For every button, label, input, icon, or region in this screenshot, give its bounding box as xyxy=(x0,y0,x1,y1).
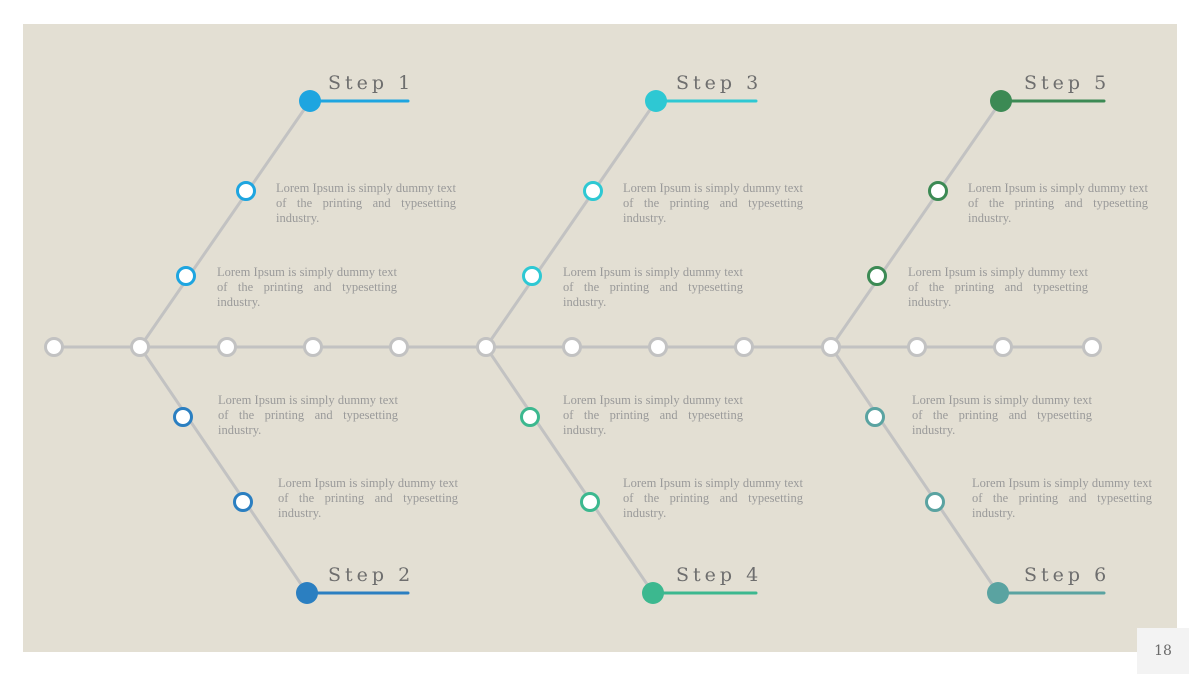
spine-node-5 xyxy=(389,337,409,357)
branch-line-5 xyxy=(829,99,1003,349)
page-number: 18 xyxy=(1137,628,1189,674)
step-1-end-node xyxy=(299,90,321,112)
step-1-description-lower: Lorem Ipsum is simply dummy text of the … xyxy=(217,265,397,309)
slide-background: Step 1 Step 2 Step 3 Step 4 Step 5 Step … xyxy=(23,24,1177,652)
step-5-end-node xyxy=(990,90,1012,112)
branch-line-6 xyxy=(829,345,1000,595)
step-1-description-upper: Lorem Ipsum is simply dummy text of the … xyxy=(276,181,456,225)
branch-line-3 xyxy=(484,99,658,349)
step-3-node-1 xyxy=(583,181,603,201)
step-6-label: Step 6 xyxy=(1024,564,1111,586)
step-6-node-2 xyxy=(925,492,945,512)
spine-node-3 xyxy=(217,337,237,357)
branch-line-1 xyxy=(138,99,312,349)
step-2-node-1 xyxy=(173,407,193,427)
step-4-description-lower: Lorem Ipsum is simply dummy text of the … xyxy=(623,476,803,520)
step-6-end-node xyxy=(987,582,1009,604)
step-4-node-2 xyxy=(580,492,600,512)
spine-node-2 xyxy=(130,337,150,357)
step-5-description-upper: Lorem Ipsum is simply dummy text of the … xyxy=(968,181,1148,225)
spine-node-9 xyxy=(734,337,754,357)
spine-node-11 xyxy=(907,337,927,357)
spine-node-4 xyxy=(303,337,323,357)
step-1-label: Step 1 xyxy=(328,72,415,94)
step-4-description-upper: Lorem Ipsum is simply dummy text of the … xyxy=(563,393,743,437)
step-5-label: Step 5 xyxy=(1024,72,1111,94)
spine-node-8 xyxy=(648,337,668,357)
step-1-node-1 xyxy=(236,181,256,201)
step-1-node-2 xyxy=(176,266,196,286)
branch-line-4 xyxy=(484,345,655,595)
step-6-description-upper: Lorem Ipsum is simply dummy text of the … xyxy=(912,393,1092,437)
step-6-description-lower: Lorem Ipsum is simply dummy text of the … xyxy=(972,476,1152,520)
step-5-node-1 xyxy=(928,181,948,201)
step-6-node-1 xyxy=(865,407,885,427)
step-2-description-lower: Lorem Ipsum is simply dummy text of the … xyxy=(278,476,458,520)
step-3-end-node xyxy=(645,90,667,112)
step-2-end-node xyxy=(296,582,318,604)
spine-node-7 xyxy=(562,337,582,357)
step-4-end-node xyxy=(642,582,664,604)
step-3-description-lower: Lorem Ipsum is simply dummy text of the … xyxy=(563,265,743,309)
step-2-node-2 xyxy=(233,492,253,512)
step-2-label: Step 2 xyxy=(328,564,415,586)
fishbone-diagram xyxy=(44,90,1106,604)
step-4-label: Step 4 xyxy=(676,564,763,586)
step-3-label: Step 3 xyxy=(676,72,763,94)
step-3-node-2 xyxy=(522,266,542,286)
step-5-node-2 xyxy=(867,266,887,286)
step-5-description-lower: Lorem Ipsum is simply dummy text of the … xyxy=(908,265,1088,309)
spine-node-1 xyxy=(44,337,64,357)
step-4-node-1 xyxy=(520,407,540,427)
spine-node-12 xyxy=(993,337,1013,357)
step-2-description-upper: Lorem Ipsum is simply dummy text of the … xyxy=(218,393,398,437)
spine-node-13 xyxy=(1082,337,1102,357)
spine-node-10 xyxy=(821,337,841,357)
spine-node-6 xyxy=(476,337,496,357)
step-3-description-upper: Lorem Ipsum is simply dummy text of the … xyxy=(623,181,803,225)
branch-line-2 xyxy=(138,345,309,595)
